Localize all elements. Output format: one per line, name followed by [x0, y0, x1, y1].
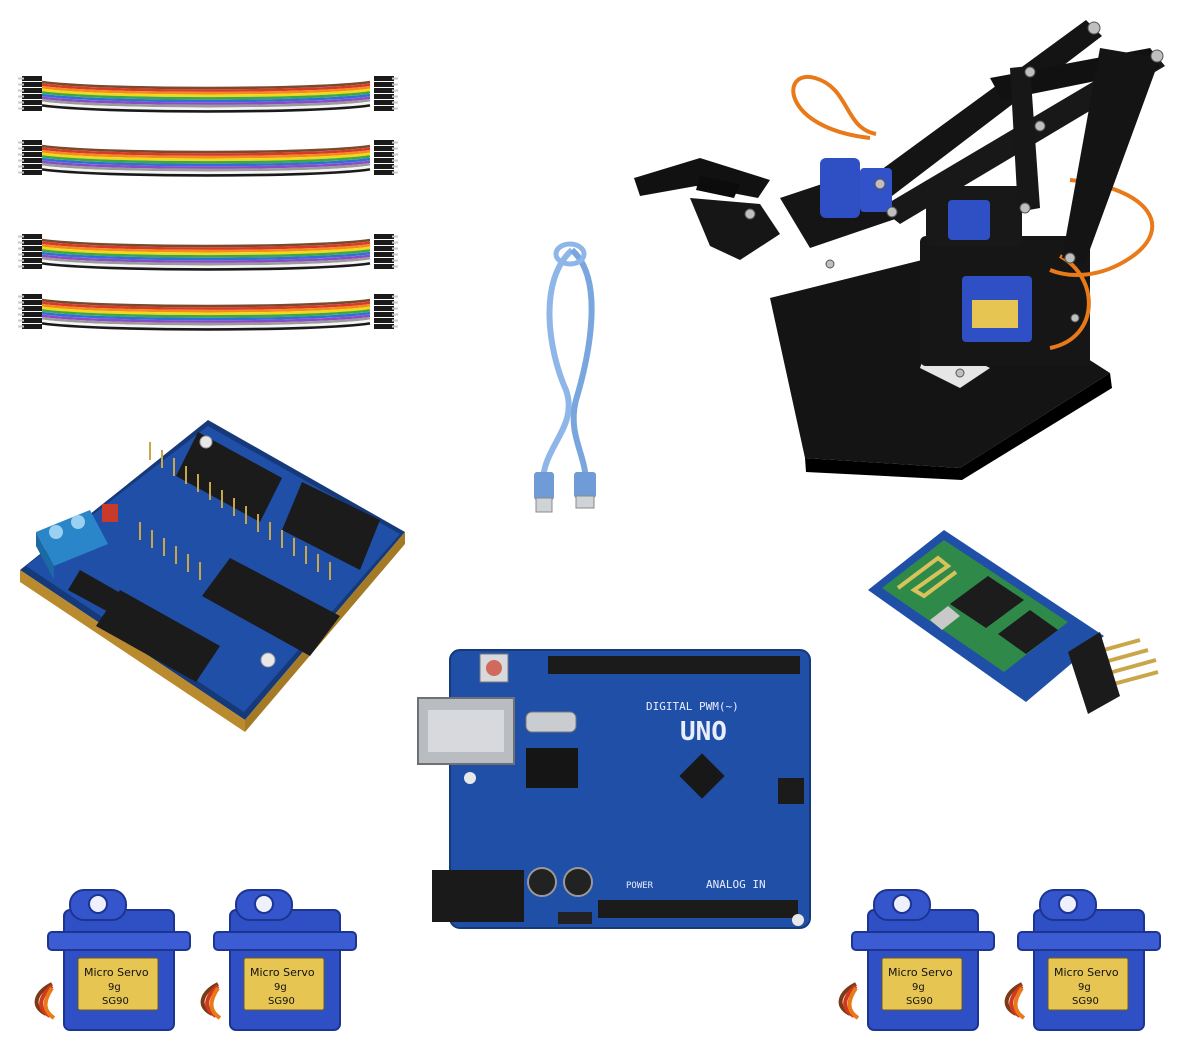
servo-motor-icon: Micro Servo 9g SG90 [200, 888, 358, 1032]
bluetooth-module [868, 528, 1159, 718]
jumper-ribbon [18, 294, 398, 331]
jumper-ribbon [18, 234, 398, 271]
servo-motor-icon: Micro Servo 9g SG90 [838, 888, 996, 1032]
servo-weight: 9g [108, 982, 121, 993]
servo-model: SG90 [906, 996, 933, 1007]
arduino-uno-board: UNO DIGITAL PWM(~) ANALOG IN POWER [417, 648, 812, 932]
servo-motor-3: Micro Servo 9g SG90 [838, 888, 998, 1038]
servo-model: SG90 [1072, 996, 1099, 1007]
uno-label: UNO [680, 717, 727, 747]
robot-arm [630, 8, 1175, 480]
robot-arm-icon [634, 20, 1165, 480]
servo-label: Micro Servo [250, 966, 315, 979]
servo-label: Micro Servo [1054, 966, 1119, 979]
sensor-shield-icon [20, 420, 405, 732]
analog-in-label: ANALOG IN [706, 878, 766, 891]
bluetooth-module-icon [868, 530, 1159, 714]
arduino-board-icon: UNO DIGITAL PWM(~) ANALOG IN POWER [417, 649, 811, 929]
jumper-wires-group [18, 68, 398, 350]
servo-weight: 9g [912, 982, 925, 993]
servo-label: Micro Servo [84, 966, 149, 979]
servo-weight: 9g [1078, 982, 1091, 993]
servo-motor-1: Micro Servo 9g SG90 [34, 888, 194, 1038]
usb-cable-icon [534, 241, 596, 513]
jumper-ribbon [18, 140, 398, 177]
power-label: POWER [626, 881, 654, 891]
servo-motor-2: Micro Servo 9g SG90 [200, 888, 360, 1038]
servo-motor-icon: Micro Servo 9g SG90 [1004, 888, 1162, 1032]
servo-model: SG90 [102, 996, 129, 1007]
ribbon-cable-icon [18, 76, 398, 331]
servo-weight: 9g [274, 982, 287, 993]
servo-label: Micro Servo [888, 966, 953, 979]
sensor-shield [20, 420, 410, 735]
servo-model: SG90 [268, 996, 295, 1007]
jumper-ribbon [18, 76, 398, 113]
servo-motor-icon: Micro Servo 9g SG90 [34, 888, 192, 1032]
digital-pwm-label: DIGITAL PWM(~) [646, 700, 739, 713]
usb-cable [518, 240, 618, 520]
servo-motor-4: Micro Servo 9g SG90 [1004, 888, 1164, 1038]
